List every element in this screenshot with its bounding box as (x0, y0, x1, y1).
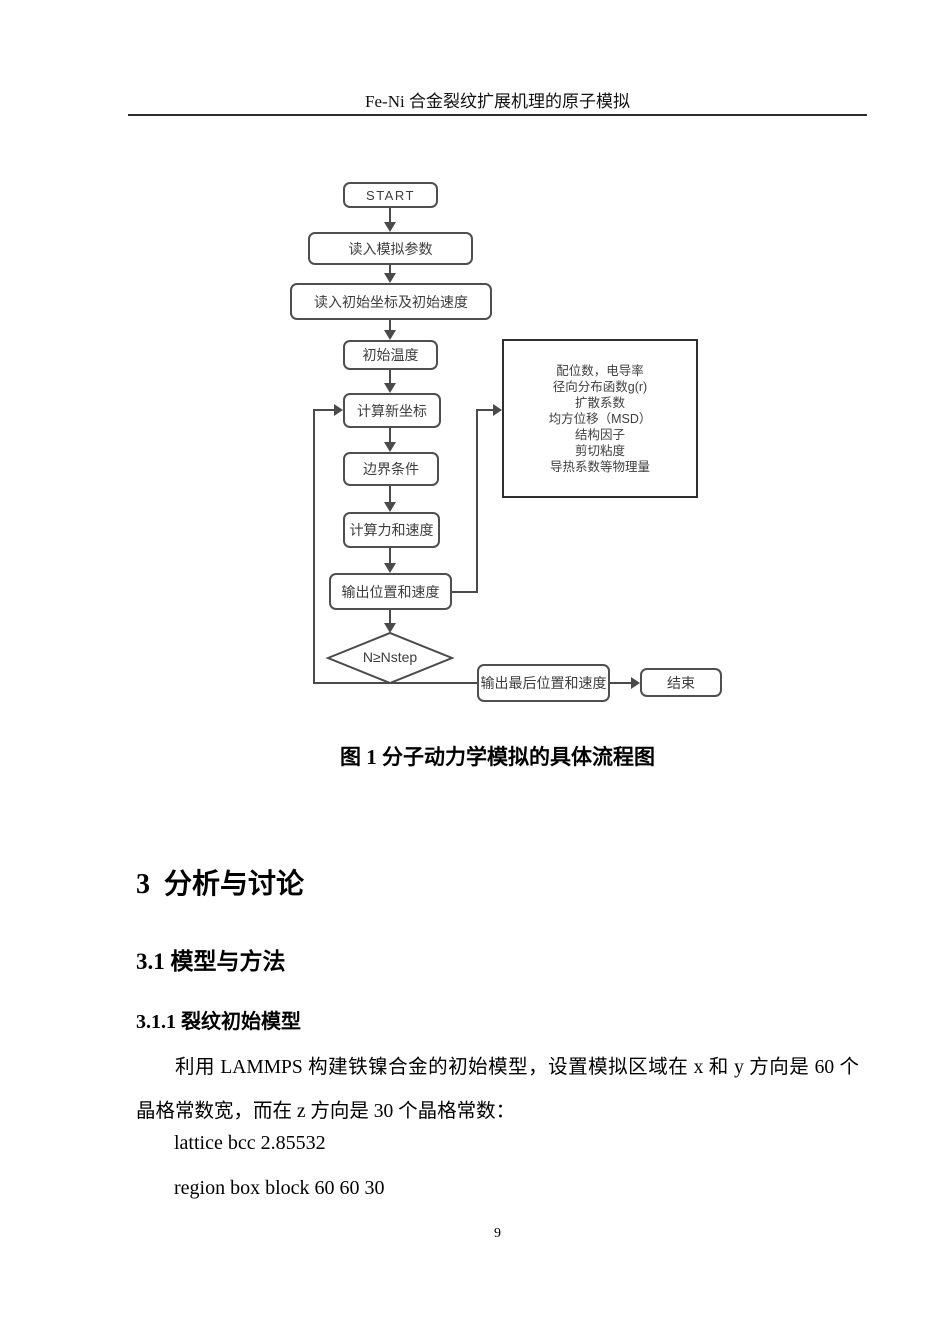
code-line: lattice bcc 2.85532 (174, 1132, 326, 1154)
side-box-line: 配位数，电导率 (556, 363, 644, 378)
code-block: lattice bcc 2.85532 region box block 60 … (136, 1121, 859, 1211)
flow-node-boundary: 边界条件 (343, 452, 439, 486)
code-line: region box block 60 60 30 (174, 1177, 385, 1199)
flow-decision-label: N≥Nstep (362, 649, 418, 665)
flow-node-calc-force: 计算力和速度 (343, 512, 440, 548)
flow-node-end: 结束 (640, 668, 722, 697)
side-box-line: 径向分布函数g(r) (552, 379, 648, 394)
side-box-line: 扩散系数 (574, 395, 625, 410)
section-heading: 3 分析与讨论 (136, 869, 305, 900)
side-box-line: 剪切粘度 (574, 443, 625, 458)
arrowhead-icon (384, 563, 396, 573)
page-number: 9 (494, 1226, 501, 1241)
figure-caption: 图 1 分子动力学模拟的具体流程图 (340, 745, 655, 769)
running-head: Fe-Ni 合金裂纹扩展机理的原子模拟 (365, 92, 630, 111)
flow-side-box: 配位数，电导率 径向分布函数g(r) 扩散系数 均方位移（MSD） 结构因子 剪… (502, 339, 698, 498)
flow-node-calc-new-coords: 计算新坐标 (343, 393, 441, 428)
header-rule (128, 114, 867, 116)
flow-node-output-final: 输出最后位置和速度 (477, 664, 610, 702)
arrowhead-icon (631, 677, 640, 689)
flow-sidebox-line (452, 409, 493, 593)
flow-node-output-pos: 输出位置和速度 (329, 573, 452, 610)
arrowhead-icon (334, 404, 343, 416)
body-paragraph: 利用 LAMMPS 构建铁镍合金的初始模型，设置模拟区域在 x 和 y 方向是 … (136, 1057, 859, 1122)
arrowhead-icon (493, 404, 502, 416)
arrowhead-icon (384, 273, 396, 283)
side-box-line: 导热系数等物理量 (549, 459, 650, 474)
arrowhead-icon (384, 222, 396, 232)
flow-node-read-coords: 读入初始坐标及初始速度 (290, 283, 492, 320)
side-box-line: 均方位移（MSD） (548, 411, 652, 426)
flow-node-start: START (343, 182, 438, 208)
subsubsection-heading: 3.1.1 裂纹初始模型 (136, 1011, 301, 1033)
arrowhead-icon (384, 623, 396, 633)
flow-node-read-params: 读入模拟参数 (308, 232, 473, 265)
arrowhead-icon (384, 502, 396, 512)
arrowhead-icon (384, 383, 396, 393)
arrowhead-icon (384, 442, 396, 452)
flow-node-init-temp: 初始温度 (343, 340, 438, 370)
subsection-heading: 3.1 模型与方法 (136, 949, 286, 974)
side-box-line: 结构因子 (574, 427, 625, 442)
arrowhead-icon (384, 330, 396, 340)
